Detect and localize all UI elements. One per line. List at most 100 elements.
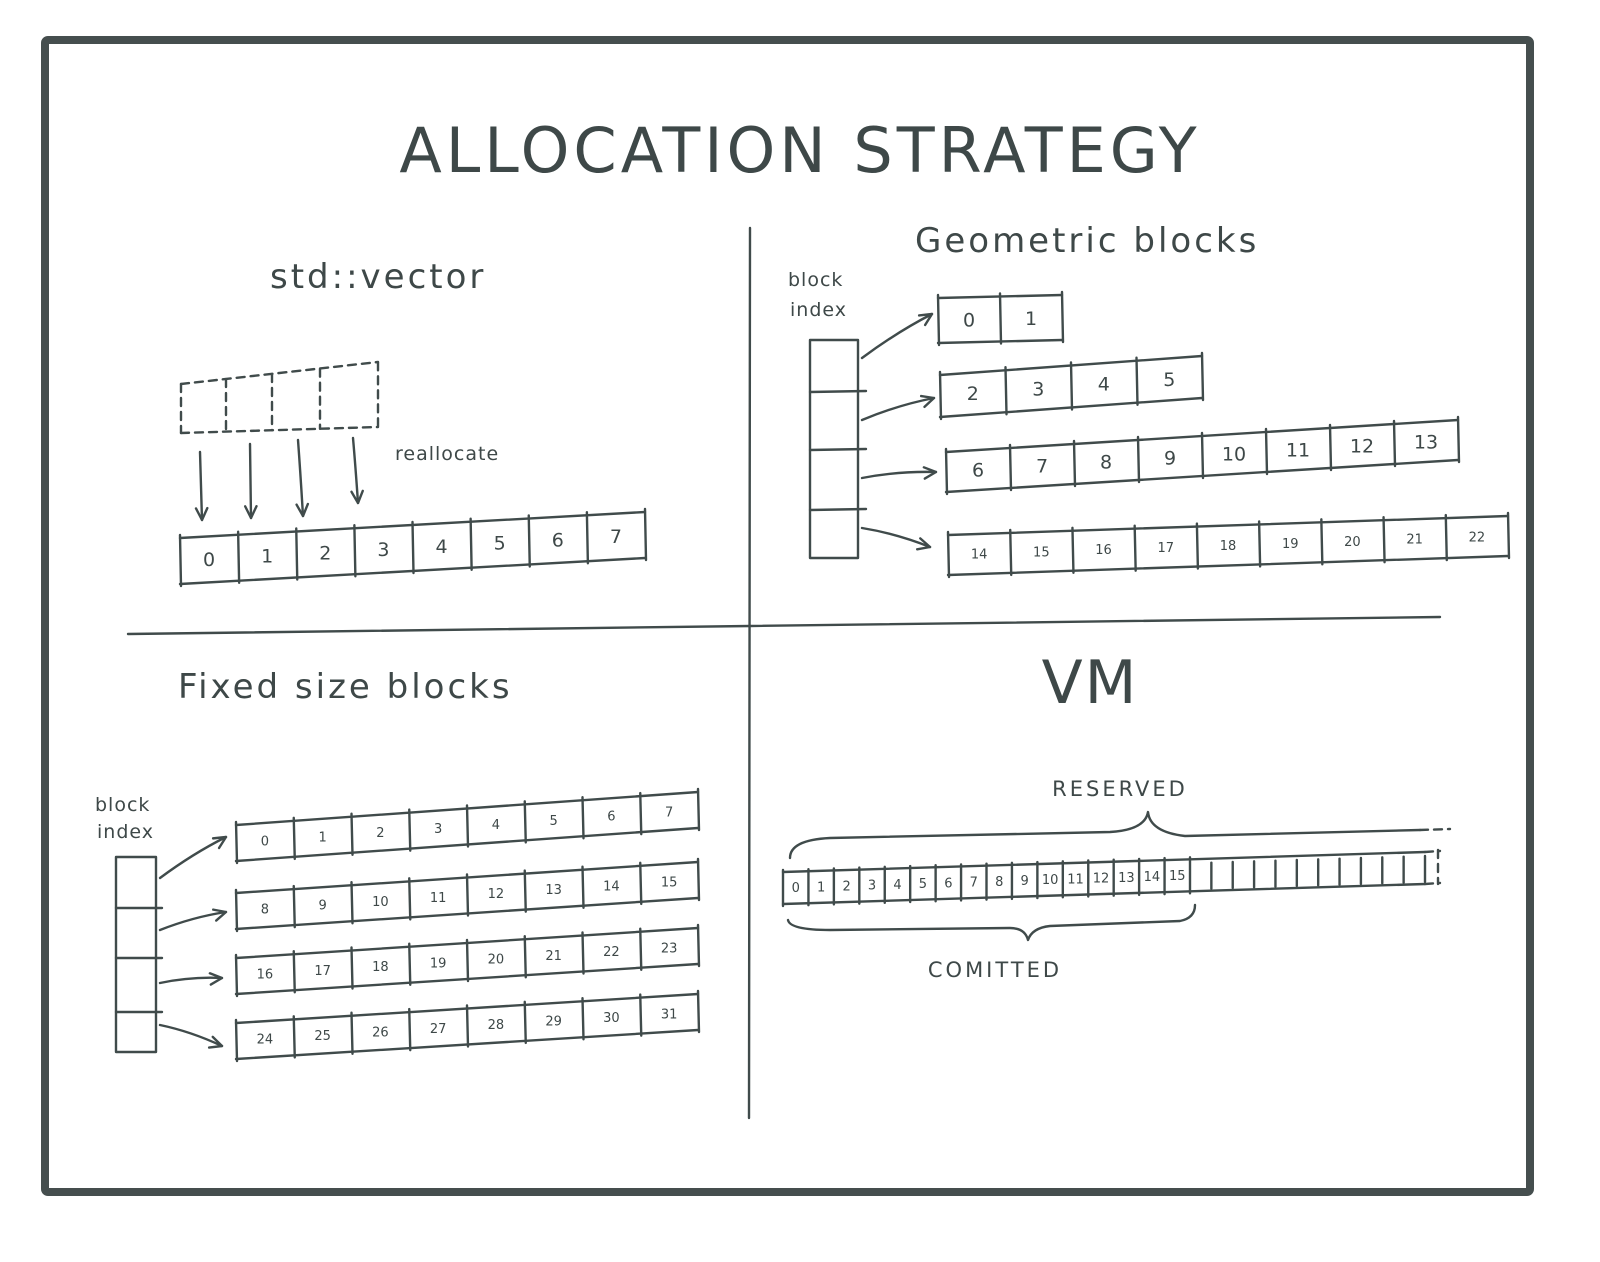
committed-cell-label: 6: [944, 876, 952, 891]
geo-pointer-arrow-2: [860, 466, 938, 480]
cell-label: 22: [603, 945, 620, 960]
cell-label: 29: [545, 1015, 562, 1030]
cell-divider: [465, 873, 470, 917]
cell-divider: [408, 1007, 412, 1052]
down-arrow-3: [350, 436, 364, 505]
committed-cell-label: 12: [1093, 872, 1110, 887]
cell-divider: [1004, 366, 1008, 416]
down-arrow-2: [295, 438, 310, 518]
cell-divider: [465, 938, 470, 983]
cell-label: 9: [1164, 448, 1176, 470]
cell-divider: [1506, 511, 1511, 560]
diagram-title: ALLOCATION STRATEGY: [399, 114, 1200, 187]
down-arrow-1: [243, 442, 258, 520]
cell-divider: [465, 804, 470, 848]
reallocate-label: reallocate: [395, 443, 499, 465]
cell-label: 0: [963, 309, 975, 331]
cell-label: 16: [1095, 543, 1112, 558]
cell-divider: [523, 869, 527, 913]
cell-divider: [292, 1015, 296, 1059]
cell-label: 11: [430, 891, 447, 906]
cell-divider: [581, 997, 585, 1041]
fixed-pointer-arrow-2: [158, 972, 224, 986]
cell-divider: [639, 791, 643, 836]
cell-divider: [639, 861, 643, 906]
cell-divider: [998, 292, 1003, 345]
fixed-pointer-arrow-1: [158, 908, 228, 932]
cell-divider: [1200, 431, 1205, 480]
geometric-heading: Geometric blocks: [915, 221, 1259, 261]
fixed-heading: Fixed size blocks: [178, 667, 513, 707]
cell-label: 20: [488, 953, 505, 968]
cell-label: 2: [319, 542, 331, 564]
cell-divider: [1328, 423, 1333, 472]
cell-label: 1: [318, 830, 326, 845]
cell-divider: [1009, 528, 1013, 577]
cell-label: 16: [257, 968, 274, 983]
cell-divider: [1069, 361, 1074, 411]
cell-divider: [938, 370, 943, 421]
cell-label: 17: [314, 964, 331, 979]
committed-cell-label: 1: [817, 880, 825, 895]
cell-divider: [353, 524, 357, 578]
cell-divider: [936, 293, 941, 347]
committed-cell-label: 9: [1021, 874, 1029, 889]
cell-label: 19: [430, 956, 447, 971]
cell-divider: [581, 931, 585, 975]
geo-index-label-1: block: [788, 269, 843, 291]
reserved-label: RESERVED: [1052, 777, 1188, 801]
cell-label: 22: [1469, 531, 1486, 546]
geo-pointer-arrow-1: [860, 394, 936, 422]
committed-cell-label: 14: [1144, 870, 1161, 885]
cell-divider: [639, 993, 643, 1037]
cell-label: 4: [436, 536, 448, 558]
fixed-block-index: [114, 855, 164, 1054]
cell-label: 7: [610, 526, 622, 548]
committed-cell-label: 11: [1067, 872, 1084, 887]
cell-divider: [408, 808, 412, 852]
cell-label: 6: [552, 529, 564, 551]
cell-divider: [178, 533, 183, 588]
cell-label: 11: [1286, 440, 1310, 462]
cell-label: 31: [661, 1007, 678, 1022]
vm-heading: VM: [1042, 648, 1139, 718]
cell-label: 23: [661, 941, 678, 956]
cell-divider: [944, 447, 949, 496]
cell-label: 26: [372, 1025, 389, 1040]
cell-divider: [350, 1011, 354, 1055]
cell-divider: [1320, 518, 1324, 566]
fixed-pointer-arrow-3: [158, 1023, 224, 1049]
committed-cell-label: 5: [919, 877, 927, 892]
committed-cell-label: 2: [842, 880, 850, 895]
vertical-divider: [747, 226, 752, 1120]
geo-pointer-arrow-0: [860, 312, 934, 360]
committed-cell-label: 7: [970, 876, 978, 891]
cell-label: 3: [377, 539, 389, 561]
cell-label: 9: [318, 899, 326, 914]
cell-divider: [1444, 513, 1448, 562]
committed-cell-label: 8: [995, 875, 1003, 890]
cell-label: 1: [1025, 308, 1037, 330]
cell-label: 17: [1158, 541, 1175, 556]
horizontal-divider: [126, 615, 1442, 636]
cell-label: 27: [430, 1022, 447, 1037]
cell-label: 20: [1344, 535, 1361, 550]
cell-divider: [350, 881, 354, 925]
cell-divider: [292, 884, 296, 929]
cell-divider: [581, 796, 585, 840]
cell-label: 3: [1032, 378, 1044, 400]
cell-label: 18: [1220, 539, 1237, 554]
cell-divider: [1072, 439, 1077, 488]
cell-divider: [696, 787, 701, 832]
cell-divider: [465, 1004, 470, 1048]
index-slot-divider: [808, 389, 868, 394]
cell-label: 2: [376, 826, 384, 841]
cell-divider: [234, 1018, 239, 1063]
